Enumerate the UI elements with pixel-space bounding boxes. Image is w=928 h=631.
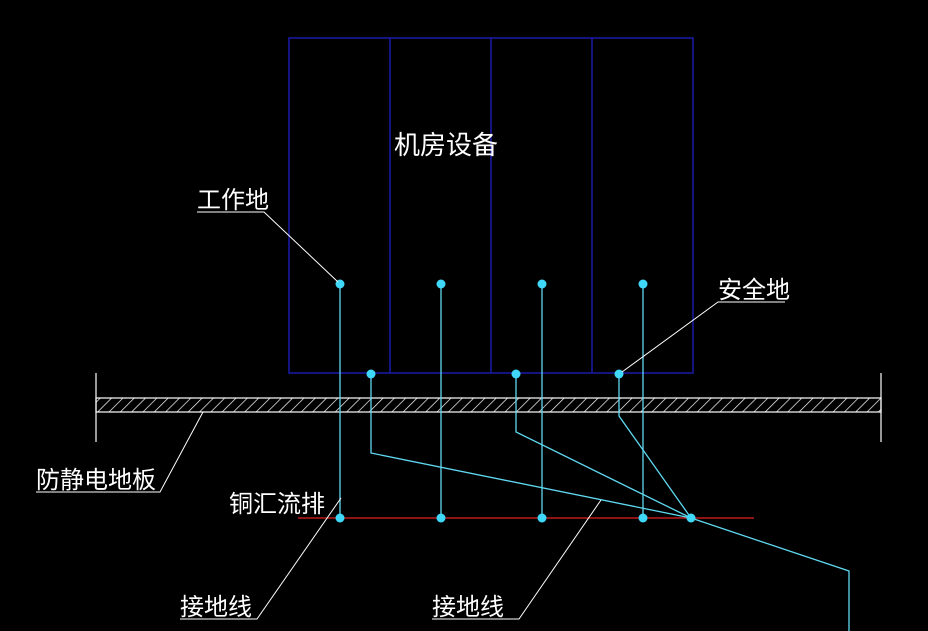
work-ground-wires — [339, 284, 644, 518]
work-ground-node — [638, 279, 648, 289]
safety-ground-wires — [370, 374, 850, 631]
leader-lines — [36, 211, 785, 620]
busbar-node — [335, 513, 345, 523]
ground-wire-right-label: 接地线 — [432, 593, 504, 621]
antistatic-floor — [95, 373, 882, 442]
main-ground-wire — [690, 517, 850, 631]
busbar-node — [436, 513, 446, 523]
equipment-cabinet: 机房设备 — [288, 37, 694, 374]
connection-nodes — [335, 279, 696, 523]
floor-hatch — [95, 397, 882, 413]
floor-leader — [36, 411, 204, 493]
safety-ground-wire — [370, 374, 692, 519]
safety-ground-wire — [515, 374, 692, 519]
busbar-node — [638, 513, 648, 523]
copper-busbar-label: 铜汇流排 — [229, 490, 325, 518]
work-ground-node — [436, 279, 446, 289]
work-ground-label: 工作地 — [197, 186, 269, 214]
safety-ground-node — [614, 369, 624, 379]
busbar-node — [686, 513, 696, 523]
equipment-label: 机房设备 — [394, 131, 498, 161]
busbar-node — [537, 513, 547, 523]
work-ground-leader — [197, 211, 339, 283]
safety-ground-leader — [621, 301, 785, 373]
safety-ground-wire — [618, 374, 692, 519]
safety-ground-node — [511, 369, 521, 379]
safety-ground-node — [366, 369, 376, 379]
work-ground-node — [537, 279, 547, 289]
antistatic-floor-label: 防静电地板 — [36, 466, 156, 494]
ground-wire-right-leader — [432, 499, 602, 620]
ground-wire-left-label: 接地线 — [180, 593, 252, 621]
ground-wire-left-leader — [180, 497, 342, 620]
safety-ground-label: 安全地 — [718, 276, 790, 304]
